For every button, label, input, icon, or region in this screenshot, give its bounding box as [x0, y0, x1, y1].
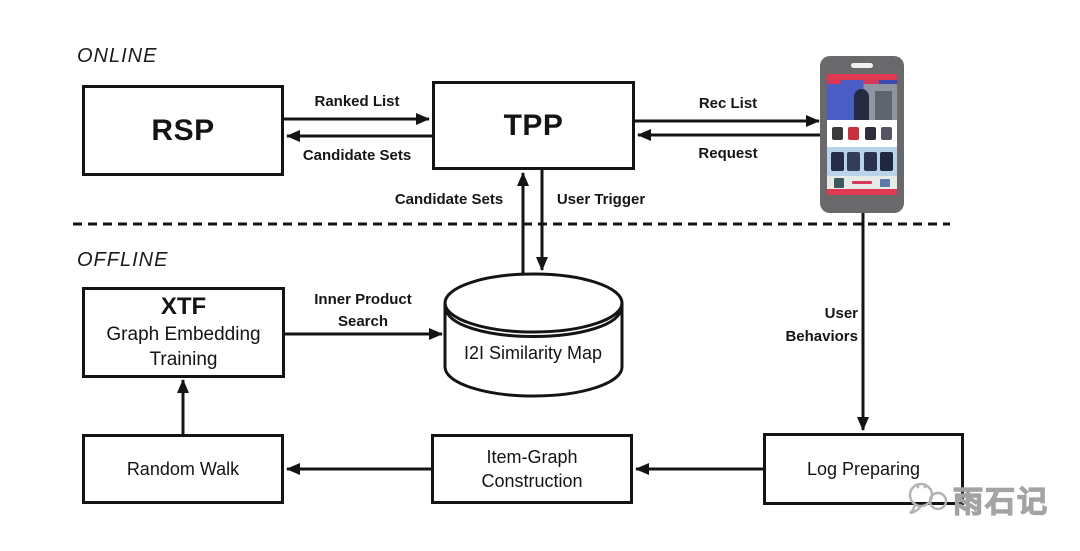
log-preparing-label: Log Preparing — [806, 458, 921, 479]
edge-label-inner-product: Inner Product Search — [314, 289, 412, 333]
node-rsp: RSP — [82, 85, 284, 176]
smartphone-mockup — [820, 56, 904, 213]
xtf-subtitle-line1: Graph Embedding — [106, 323, 261, 345]
phone-speaker — [851, 63, 873, 68]
random-walk-label: Random Walk — [126, 458, 240, 479]
edge-label-ranked-list: Ranked List — [314, 93, 400, 110]
node-random-walk: Random Walk — [82, 434, 284, 504]
product-row-2 — [827, 147, 897, 176]
app-top-bar — [827, 74, 897, 80]
edge-label-rec-list: Rec List — [698, 95, 758, 112]
app-hero-banner — [827, 80, 897, 120]
app-bottom-bar — [827, 189, 897, 195]
node-item-graph-construction: Item-Graph Construction — [431, 434, 633, 504]
product-thumb — [831, 127, 843, 140]
node-log-preparing: Log Preparing — [763, 433, 964, 505]
product-row-3 — [827, 176, 897, 189]
chat-bubbles-icon — [908, 482, 948, 515]
user-behaviors-line2: Behaviors — [785, 327, 858, 345]
edge-label-candidate-sets-mid: Candidate Sets — [394, 191, 504, 208]
edge-label-user-trigger: User Trigger — [556, 191, 646, 208]
product-thumb — [881, 127, 893, 140]
node-xtf: XTF Graph Embedding Training — [82, 287, 285, 378]
inner-product-line1: Inner Product — [314, 291, 412, 308]
edge-label-request: Request — [698, 145, 758, 162]
online-section-label: ONLINE — [77, 45, 158, 67]
item-graph-line2: Construction — [481, 471, 583, 491]
user-behaviors-line1: User — [824, 305, 858, 322]
edge-label-candidate-sets-top: Candidate Sets — [302, 147, 412, 164]
product-thumb — [848, 127, 860, 140]
tpp-label: TPP — [503, 108, 564, 142]
rsp-label: RSP — [151, 113, 215, 147]
banner-person-image — [854, 89, 869, 120]
banner-building-image — [875, 91, 892, 120]
banner-accent-strip — [827, 80, 897, 84]
product-thumb — [847, 152, 861, 171]
inner-product-line2: Search — [337, 312, 389, 330]
xtf-title: XTF — [160, 292, 207, 320]
watermark-text: 雨石记 — [952, 485, 1049, 519]
item-graph-line1: Item-Graph — [486, 446, 578, 467]
similarity-map-label: I2I Similarity Map — [463, 343, 603, 363]
product-row-1 — [827, 120, 897, 147]
xtf-subtitle-line2: Training — [149, 348, 218, 370]
product-thumb — [880, 152, 894, 171]
watermark: 雨石记 — [905, 477, 1049, 521]
product-thumb — [834, 177, 844, 188]
edge-label-user-behaviors: User Behaviors — [785, 303, 858, 348]
product-thumb — [830, 152, 844, 171]
product-thumb — [864, 127, 876, 140]
product-thumb — [880, 178, 890, 187]
node-tpp: TPP — [432, 81, 635, 170]
phone-screen — [827, 74, 897, 195]
promo-text-bar — [852, 181, 872, 184]
similarity-map-cylinder — [443, 272, 624, 398]
product-thumb — [863, 152, 877, 171]
offline-section-label: OFFLINE — [77, 249, 169, 271]
